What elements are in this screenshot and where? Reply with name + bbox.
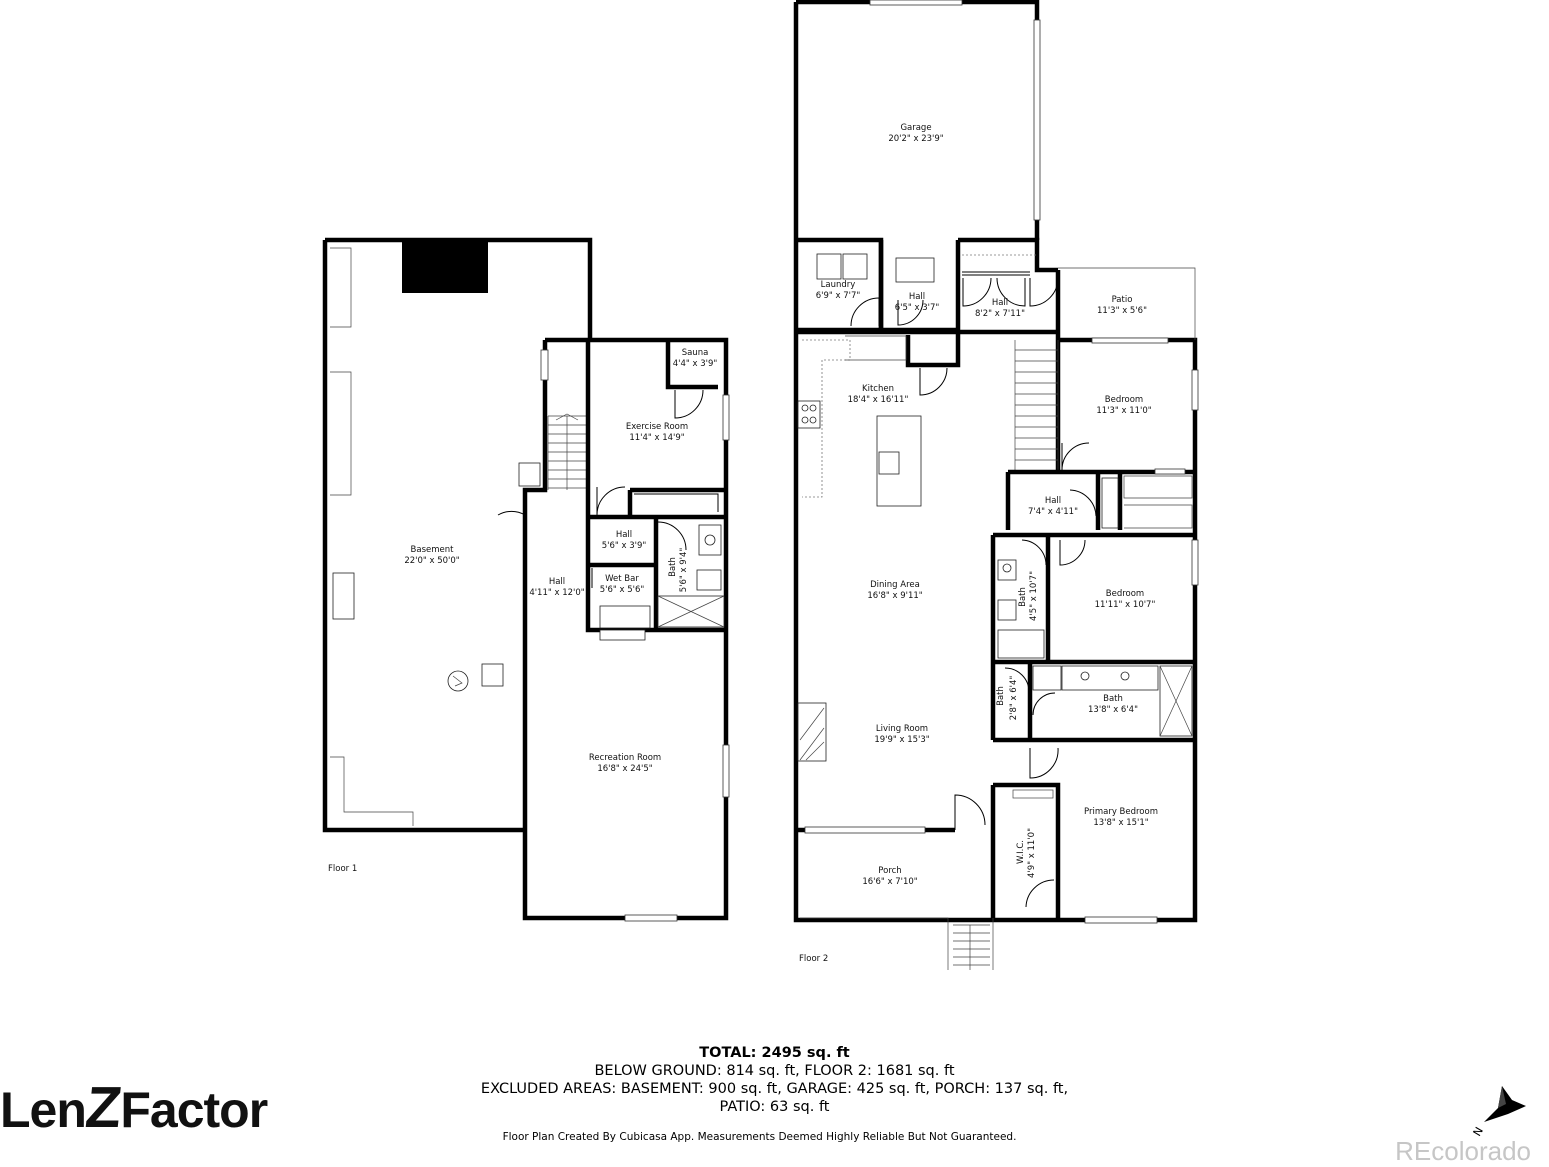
room-name-bath3: Bath: [996, 686, 1006, 706]
floor-1-labels: Basement 22'0" x 50'0" Sauna 4'4" x 3'9"…: [328, 348, 717, 874]
room-name-bath2: Bath: [1018, 587, 1028, 607]
room-dims-recreation: 16'8" x 24'5": [597, 764, 652, 774]
room-name-sauna: Sauna: [682, 348, 709, 358]
room-name-wetbar: Wet Bar: [605, 574, 639, 584]
room-dims-porch: 16'6" x 7'10": [862, 877, 917, 887]
room-name-primary: Primary Bedroom: [1084, 807, 1158, 817]
room-dims-hall-d: 8'2" x 7'11": [975, 309, 1025, 319]
floor-1: [322, 237, 730, 922]
room-name-laundry: Laundry: [821, 280, 856, 290]
stairs-floor2: [1014, 340, 1059, 470]
credit-note: Floor Plan Created By Cubicasa App. Meas…: [502, 1131, 1017, 1143]
room-name-garage: Garage: [900, 123, 931, 133]
room-dims-dining: 16'8" x 9'11": [867, 591, 922, 601]
room-name-wic: W.I.C.: [1016, 840, 1026, 864]
room-dims-patio: 11'3" x 5'6": [1097, 306, 1147, 316]
stairs-floor1: [547, 413, 586, 490]
furnace-icon: [481, 663, 504, 687]
room-name-basement: Basement: [411, 545, 455, 555]
room-dims-bath3: 2'8" x 6'4": [1009, 676, 1019, 721]
room-name-bedroom1: Bedroom: [1105, 395, 1143, 405]
room-dims-bath4: 13'8" x 6'4": [1088, 705, 1138, 715]
summary-area-breakdown: BELOW GROUND: 814 sq. ft, FLOOR 2: 1681 …: [594, 1063, 955, 1079]
summary-patio: PATIO: 63 sq. ft: [719, 1099, 830, 1115]
room-dims-garage: 20'2" x 23'9": [888, 134, 943, 144]
room-dims-bath2: 4'5" x 10'7": [1029, 571, 1039, 621]
room-name-hall-d: Hall: [992, 298, 1008, 308]
room-dims-wetbar: 5'6" x 5'6": [600, 585, 645, 595]
recolorado-watermark: REcolorado: [1395, 1136, 1531, 1166]
summary-total: TOTAL: 2495 sq. ft: [699, 1045, 850, 1061]
north-arrow-icon: N: [1471, 1086, 1526, 1139]
room-dims-bedroom1: 11'3" x 11'0": [1096, 406, 1151, 416]
room-dims-exercise: 11'4" x 14'9": [629, 433, 684, 443]
room-name-bedroom2: Bedroom: [1106, 589, 1144, 599]
floor-2-labels: Garage 20'2" x 23'9" Laundry 6'9" x 7'7"…: [799, 123, 1158, 964]
room-name-living: Living Room: [876, 724, 928, 734]
room-name-hall-e: Hall: [1045, 496, 1061, 506]
room-dims-living: 19'9" x 15'3": [874, 735, 929, 745]
room-name-hall-a: Hall: [616, 530, 632, 540]
floor-2: [793, 0, 1199, 970]
room-name-hall-c: Hall: [909, 292, 925, 302]
room-dims-bath1: 5'6" x 9'4": [679, 548, 689, 593]
room-name-patio: Patio: [1112, 295, 1133, 305]
room-name-hall-b: Hall: [549, 577, 565, 587]
room-name-kitchen: Kitchen: [862, 384, 894, 394]
room-dims-wic: 4'9" x 11'0": [1027, 828, 1037, 878]
floor-1-label: Floor 1: [328, 864, 357, 874]
floor-2-label: Floor 2: [799, 954, 828, 964]
room-dims-kitchen: 18'4" x 16'11": [848, 395, 909, 405]
room-name-dining: Dining Area: [870, 580, 920, 590]
room-name-exercise: Exercise Room: [626, 422, 688, 432]
room-dims-basement: 22'0" x 50'0": [404, 556, 459, 566]
lenzfactor-logo: LenZFactor: [0, 1075, 268, 1140]
summary-excluded-areas: EXCLUDED AREAS: BASEMENT: 900 sq. ft, GA…: [480, 1081, 1069, 1097]
room-dims-hall-e: 7'4" x 4'11": [1028, 507, 1078, 517]
room-name-porch: Porch: [878, 866, 901, 876]
room-dims-hall-a: 5'6" x 3'9": [602, 541, 647, 551]
water-heater-icon: [447, 670, 469, 692]
room-dims-sauna: 4'4" x 3'9": [673, 359, 718, 369]
room-dims-laundry: 6'9" x 7'7": [816, 291, 861, 301]
room-dims-primary: 13'8" x 15'1": [1093, 818, 1148, 828]
room-dims-hall-c: 6'5" x 3'7": [895, 303, 940, 313]
room-dims-hall-b: 4'11" x 12'0": [529, 588, 584, 598]
room-name-bath4: Bath: [1103, 694, 1123, 704]
room-dims-bedroom2: 11'11" x 10'7": [1095, 600, 1156, 610]
chimney-block: [402, 242, 488, 293]
room-name-recreation: Recreation Room: [589, 753, 661, 763]
summary-block: TOTAL: 2495 sq. ft BELOW GROUND: 814 sq.…: [0, 1044, 1549, 1116]
room-name-bath1: Bath: [668, 557, 678, 577]
